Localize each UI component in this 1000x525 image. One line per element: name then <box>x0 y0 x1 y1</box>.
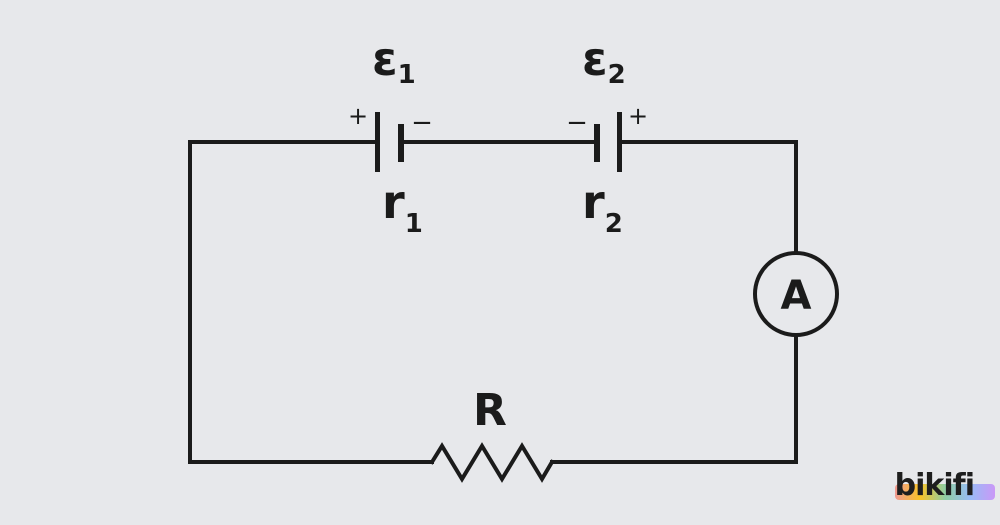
battery2-emf-subscript: 2 <box>608 60 626 90</box>
battery2-emf-label: ε2 <box>582 32 626 90</box>
battery1-resistance-label: r1 <box>382 175 423 239</box>
battery1-positive-plate <box>375 112 380 172</box>
battery2-resistance-subscript: 2 <box>605 209 623 239</box>
battery2-plus-sign: + <box>628 102 648 130</box>
wire-right-lower <box>550 334 798 464</box>
battery1-resistance-symbol: r <box>382 175 405 229</box>
battery1-plus-sign: + <box>348 102 368 130</box>
battery2-negative-plate <box>594 124 600 162</box>
brand-logo-color-bar <box>894 484 995 500</box>
resistor-zigzag <box>429 442 555 483</box>
resistor-label: R <box>473 385 507 436</box>
wire-top-right <box>617 140 798 254</box>
brand-logo: bikifi <box>894 468 995 503</box>
brand-logo-text: bikifi <box>894 468 975 503</box>
battery2-emf-symbol: ε <box>582 32 608 86</box>
ammeter-label: A <box>781 273 812 319</box>
battery1-negative-plate <box>398 124 404 162</box>
battery1-emf-subscript: 1 <box>398 60 416 90</box>
battery2-positive-plate <box>617 112 622 172</box>
wire-bottom-left <box>188 140 434 464</box>
battery1-emf-symbol: ε <box>372 32 398 86</box>
battery2-resistance-symbol: r <box>582 175 605 229</box>
battery1-emf-label: ε1 <box>372 32 416 90</box>
battery1-minus-sign: − <box>411 108 433 138</box>
battery1-resistance-subscript: 1 <box>405 209 423 239</box>
battery2-resistance-label: r2 <box>582 175 623 239</box>
ammeter-circle <box>753 251 839 337</box>
battery2-minus-sign: − <box>566 108 588 138</box>
